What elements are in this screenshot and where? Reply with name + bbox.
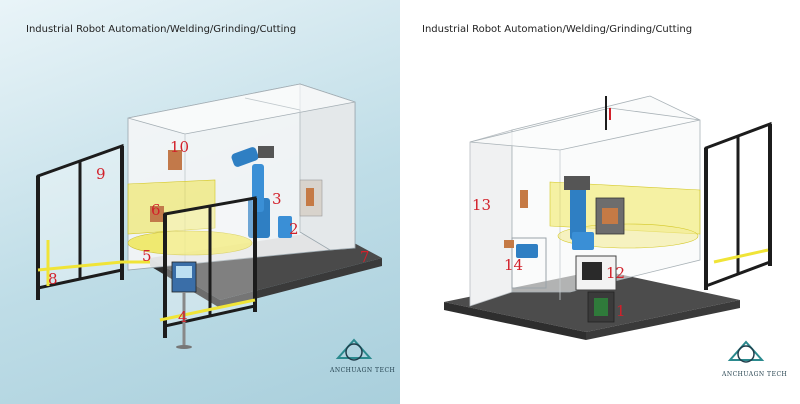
turntable	[127, 230, 253, 256]
callout-2: 2	[289, 220, 299, 238]
front-safety-gate	[159, 196, 257, 338]
logo-text: ANCHUAGN TECH	[329, 367, 395, 374]
callout-10: 10	[170, 138, 189, 156]
logo-text: ANCHUAGN TECH	[721, 371, 787, 378]
callout-4: 4	[178, 308, 188, 326]
callout-13: 13	[472, 196, 491, 214]
callout-5: 5	[142, 247, 152, 265]
callout-14: 14	[504, 256, 523, 274]
left-title: Industrial Robot Automation/Welding/Grin…	[26, 24, 297, 35]
left-safety-gate	[36, 143, 150, 300]
callout-12: 12	[606, 264, 625, 282]
logo-icon	[335, 338, 373, 361]
callout-1: 1	[616, 302, 626, 320]
right-panel: Industrial Robot Automation/Welding/Grin…	[400, 0, 800, 404]
callout-7: 7	[360, 248, 370, 266]
right-title: Industrial Robot Automation/Welding/Grin…	[422, 24, 693, 35]
right-safety-fence	[605, 96, 772, 290]
safety-light-curtain	[127, 179, 216, 235]
left-panel: Industrial Robot Automation/Welding/Grin…	[0, 0, 400, 404]
callout-8: 8	[48, 270, 58, 288]
robot-arm-icon	[564, 176, 594, 250]
callout-9: 9	[96, 165, 106, 183]
right-side-wall	[469, 129, 513, 307]
right-diagram: 13 12 14 1 ANCHUAGN TECH	[444, 95, 787, 378]
right-safety-light-curtain	[549, 181, 701, 235]
logo-icon	[727, 340, 765, 363]
callout-3: 3	[272, 190, 282, 208]
control-panel	[171, 261, 197, 349]
left-diagram: 10 9 6 3 2 5 8 7 4 ANCHUAGN TECH	[36, 83, 395, 374]
enclosure-roof	[127, 83, 356, 135]
callout-6: 6	[151, 201, 161, 219]
